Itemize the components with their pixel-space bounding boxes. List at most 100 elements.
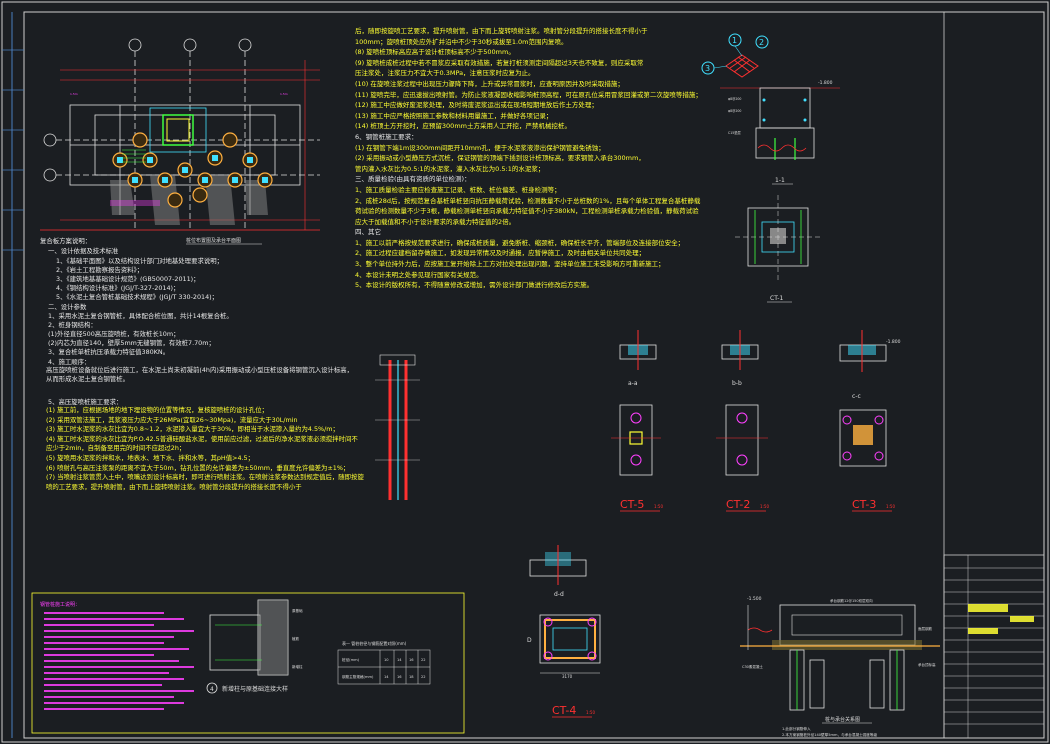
notes-mid-item: 2、施工过程应建档留存做施工，如发现异常情况及时通报，应暂停施工，及时由相关单位… — [355, 249, 646, 258]
ct4-drawing: 3170 D CT-4 1:50 — [527, 614, 601, 718]
svg-text:1:50: 1:50 — [760, 504, 769, 509]
ct2-drawing: CT-2 1:50 — [716, 404, 769, 512]
pile-plan-drawing: 桩位布置图及承台平面图 1.5m 1.5m — [40, 38, 320, 245]
svg-text:16: 16 — [409, 658, 414, 662]
svg-text:16: 16 — [397, 675, 402, 679]
ct5-drawing: CT-5 1:50 — [611, 404, 663, 512]
svg-text:承台顶标高: 承台顶标高 — [918, 662, 936, 667]
drawing-title: CT-4 — [552, 704, 576, 717]
ct1-plan-drawing: CT-1 — [735, 195, 822, 303]
notes-mid-item: 1、施工以前严格按规范要求进行，确保成桩质量，避免断桩、缩颈桩，确保桩长平齐，管… — [355, 238, 685, 247]
notes-mid-item: (9) 旋喷桩成桩过程中若不冒浆应采取有效措施，若复打桩须测定间隔超过3天也不致… — [355, 58, 644, 67]
level-mark: -1.800 — [886, 339, 901, 345]
svg-text:1.5m: 1.5m — [70, 92, 78, 96]
title-block — [943, 11, 1045, 739]
section-c-c-drawing: c-c -1.800 — [839, 330, 901, 400]
detail-title: 新增柱与原基础连接大样 — [222, 685, 288, 693]
notes-mid-item: 管内灌入水灰比为0.5:1的水泥浆，灌入水灰比为0.5:1的水泥浆； — [355, 164, 545, 173]
svg-text:1: 1 — [732, 36, 737, 45]
level-mark: -1.500 — [747, 596, 762, 602]
svg-text:3: 3 — [705, 64, 710, 73]
drawing-title: CT-5 — [620, 498, 644, 511]
notes-left-line: 1、采用水泥土复合钢管桩，具体配合桩位图，共计14根复合桩。 — [48, 311, 233, 320]
note-line: 1.此部分钢筋伸入 — [782, 726, 811, 731]
svg-text:14: 14 — [384, 675, 389, 679]
notes-left-heading: 复合板方案说明： — [40, 236, 91, 245]
notes-mid-item: 5、本设计的版权所有，不得随意修改或增加，需外设计部门做进行修改后方实施。 — [355, 281, 594, 290]
notes-mid-item: (14) 桩顶土方开挖时，应预留300mm土方采用人工开挖，严禁机械挖桩。 — [355, 122, 571, 131]
section-label: c-c — [852, 393, 861, 400]
left-margin-ticks — [2, 49, 24, 251]
notes-left-line: 3、《建筑地基基础设计规范》(GB50007-2011)； — [56, 274, 200, 283]
svg-text:植筋: 植筋 — [292, 636, 300, 641]
notes-mid-item: 压注浆处，注浆压力不宜大于0.3MPa，注意压浆时应复为止。 — [355, 69, 535, 78]
notes-left-item: (6) 喷射孔与高压注浆泵的距离不宜大于50m，钻孔位置的允许偏差为±50mm，… — [46, 463, 350, 472]
svg-text:1.5m: 1.5m — [280, 92, 288, 96]
section-label: b-b — [732, 380, 742, 387]
notes-left-line: 一、设计依据及技术标准 — [48, 246, 119, 255]
notes-left-line: (2)内芯为直径140，壁厚5mm无缝钢管，有效桩7.70m； — [48, 338, 215, 347]
notes-left-line: 2、桩身钢结构： — [48, 320, 97, 329]
notes-left-paragraph: 高压旋喷桩设备就位后进行施工，在水泥土尚未初凝前(4h内)采用振动或小型压桩设备… — [46, 366, 354, 383]
section-label: d-d — [554, 591, 564, 598]
svg-text:C15垫层: C15垫层 — [728, 130, 741, 135]
notes-left-line: 4、《钢结构设计标准》(JGJ/T-327-2014)； — [56, 283, 179, 292]
svg-text:18: 18 — [409, 675, 414, 679]
svg-text:1:50: 1:50 — [886, 504, 895, 509]
svg-text:22: 22 — [421, 675, 426, 679]
note-line: 2.本方案钢管桩外径140壁厚5mm，与承台混凝土强度等级 — [782, 732, 877, 737]
svg-text:φ8@200: φ8@200 — [728, 109, 741, 113]
svg-text:2: 2 — [759, 38, 764, 47]
svg-text:承台钢筋12@150双层双向: 承台钢筋12@150双层双向 — [830, 598, 873, 603]
notes-left-item: (2) 采用双管法施工，其浆液压力应大于26MPa(宜取26~30Mpa)，流量… — [46, 415, 298, 424]
drawing-title: 桩与承台关系图 — [825, 716, 860, 723]
table-row-label: 钢筋主筋规格(mm) — [342, 674, 374, 679]
notes-left-item: (7) 当喷射注浆管贯入土中，喷嘴达到设计标高时，即可进行喷射注浆。在喷射注浆参… — [46, 473, 364, 491]
notes-left-item: (4) 施工时水泥浆的水灰比宜为P.O.42.5普通硅酸盐水泥，使用前应过滤，过… — [46, 434, 358, 453]
drawing-title: CT-2 — [726, 498, 750, 511]
notes-left-line: 1、《基础平面图》以及结构设计部门对地基处理要求说明； — [56, 256, 223, 265]
notes-middle: 后，随即按旋喷工艺要求，提升喷射管，由下而上旋转喷射注浆。喷射管分段提升的搭接长… — [355, 27, 702, 290]
box-heading: 钢管桩施工说明： — [40, 601, 80, 608]
svg-text:原基础: 原基础 — [292, 608, 303, 613]
dimension-text: 3170 — [562, 674, 573, 679]
svg-text:10: 10 — [384, 658, 389, 662]
notes-mid-item: (13) 施工中应严格按照施工参数和材料用量施工，并做好各项记录； — [355, 111, 553, 120]
callout-pile-detail: 1 2 3 — [701, 33, 769, 78]
notes-mid-item: 四、其它 — [355, 228, 381, 237]
ct3-drawing: CT-3 1:50 — [839, 409, 895, 512]
table-title: 表一 管桩桩径与钢筋配置对照(mm) — [342, 640, 407, 646]
pile-elevation-red — [375, 354, 420, 500]
notes-mid-item: 6、钢管桩施工要求： — [355, 132, 418, 141]
section-label: CT-1 — [770, 295, 783, 302]
table-row-label: 桩径(mm) — [342, 657, 360, 662]
svg-text:面层钢筋: 面层钢筋 — [918, 626, 932, 631]
section-label: 1-1 — [775, 177, 785, 184]
svg-text:C30素混凝土: C30素混凝土 — [742, 664, 763, 669]
notes-mid-item: 后，随即按旋喷工艺要求，提升喷射管，由下而上旋转喷射注浆。喷射管分段提升的搭接长… — [355, 27, 648, 35]
plan-title: 桩位布置图及承台平面图 — [186, 237, 241, 244]
notes-left-line: 5、高压旋喷桩施工要求： — [48, 397, 122, 406]
notes-mid-item: (10) 在旋喷注浆过程中出现压力骤降下降，上升或异常冒浆时，应查明原因并及时采… — [355, 79, 624, 88]
notes-left-item: (3) 施工时水泥浆的水灰比宜为0.8~1.2，水泥掺入量宜大于30%，即相当于… — [46, 425, 339, 434]
svg-text:22: 22 — [421, 658, 426, 662]
notes-mid-item: (2) 采用振动或小型静压方式沉桩，保证钢管的顶端下插到设计桩顶标高，要求钢管入… — [355, 154, 645, 163]
notes-left-item: (1) 施工前，应根据场地的地下埋设物的位置等情况，复核旋喷桩的设计孔位； — [46, 406, 268, 414]
notes-left-line: 二、设计参数 — [48, 302, 87, 311]
section-label: a-a — [628, 380, 638, 387]
notes-mid-item: (12) 施工中应做好废泥浆处理，及时将废泥浆运出或在现场短期堆放后作土方处理； — [355, 101, 598, 110]
svg-text:14: 14 — [397, 658, 402, 662]
notes-mid-item: (1) 在钢管下端1m设300mm间距开10mm孔，便于水泥浆液渗出保护钢管避免… — [355, 143, 605, 152]
section-d-d-drawing: d-d — [529, 545, 587, 598]
notes-left-line: 3、复合桩单桩抗压承载力特征值380KN。 — [48, 347, 169, 356]
section-tag: D — [527, 637, 532, 644]
svg-text:1:50: 1:50 — [654, 504, 663, 509]
notes-left-item: (5) 旋喷用水泥浆的拌和水，地表水、地下水、拌和水等，其pH值>4.5； — [46, 453, 255, 462]
section-a-a-drawing: a-a — [619, 330, 657, 387]
detail-number: 4 — [210, 686, 214, 693]
